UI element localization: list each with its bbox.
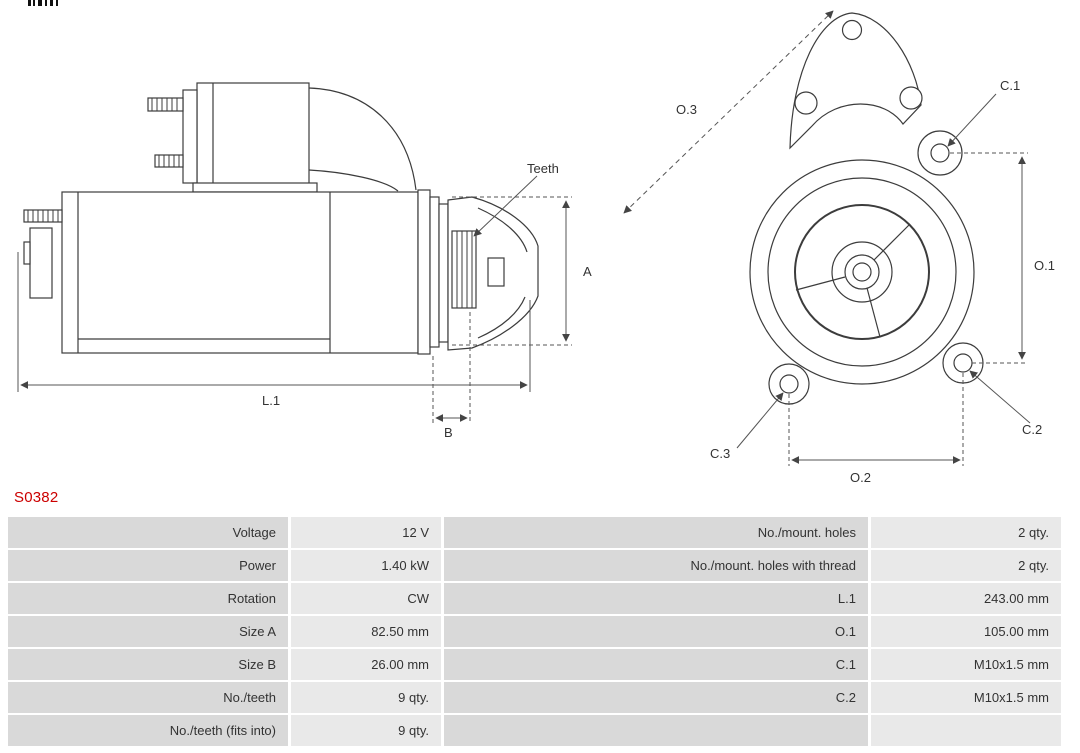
spec-value-l1: 243.00 mm [871,583,1061,614]
side-view-drawing [23,82,539,355]
side-view-dimensions [17,175,572,424]
label-b: B [444,425,453,440]
spec-value-power: 1.40 kW [291,550,441,581]
front-view-dimensions [623,10,1031,466]
label-c1: C.1 [1000,78,1020,93]
spec-label-voltage: Voltage [8,517,288,548]
label-a: A [583,264,592,279]
spec-value-c2: M10x1.5 mm [871,682,1061,713]
spec-label-teeth: No./teeth [8,682,288,713]
label-l1: L.1 [262,393,280,408]
spec-value-voltage: 12 V [291,517,441,548]
part-number: S0382 [14,489,59,506]
spec-label-c1: C.1 [444,649,868,680]
spec-label-o1: O.1 [444,616,868,647]
spec-value-size-b: 26.00 mm [291,649,441,680]
label-o2: O.2 [850,470,871,485]
spec-label-l1: L.1 [444,583,868,614]
spec-label-size-a: Size A [8,616,288,647]
label-o3: O.3 [676,102,697,117]
technical-drawing: Teeth A L.1 B [17,0,1055,485]
spec-value-rotation: CW [291,583,441,614]
spec-value-size-a: 82.50 mm [291,616,441,647]
spec-label-c2: C.2 [444,682,868,713]
spec-value-mount-holes-thread: 2 qty. [871,550,1061,581]
label-c2: C.2 [1022,422,1042,437]
label-o1: O.1 [1034,258,1055,273]
label-teeth: Teeth [527,161,559,176]
spec-value-teeth-fits-into: 9 qty. [291,715,441,746]
spec-table: Voltage 12 V No./mount. holes 2 qty. Pow… [8,517,1061,746]
corner-mark [28,0,58,6]
front-view-drawing [749,12,984,405]
spec-value-teeth: 9 qty. [291,682,441,713]
spec-label-teeth-fits-into: No./teeth (fits into) [8,715,288,746]
spec-value-c1: M10x1.5 mm [871,649,1061,680]
spec-value-o1: 105.00 mm [871,616,1061,647]
label-c3: C.3 [710,446,730,461]
spec-value-mount-holes: 2 qty. [871,517,1061,548]
spec-label-mount-holes: No./mount. holes [444,517,868,548]
spec-value-empty [871,715,1061,746]
spec-label-power: Power [8,550,288,581]
spec-label-size-b: Size B [8,649,288,680]
spec-label-mount-holes-thread: No./mount. holes with thread [444,550,868,581]
spec-label-rotation: Rotation [8,583,288,614]
spec-label-empty [444,715,868,746]
